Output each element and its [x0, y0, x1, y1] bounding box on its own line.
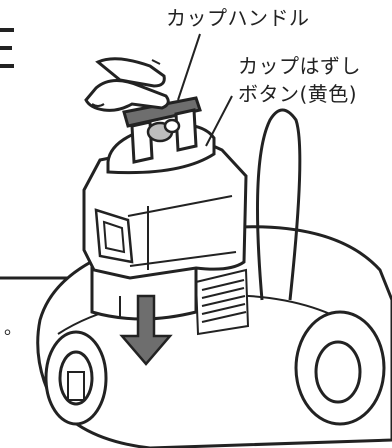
downward-arrow — [119, 294, 173, 366]
callout-release-button-line2: ボタン(黄色) — [238, 82, 358, 106]
leader-line-release — [205, 95, 233, 147]
callout-release-button-line1: カップはずし — [238, 54, 361, 78]
hand — [84, 57, 170, 112]
leader-lines — [177, 33, 233, 147]
leader-line-handle — [177, 33, 201, 101]
cup-housing — [82, 138, 248, 280]
front-wheel — [44, 330, 108, 426]
stray-mark-top-left — [0, 28, 14, 68]
vacuum-hose — [256, 108, 302, 301]
release-button — [146, 118, 181, 143]
callout-cup-handle: カップハンドル — [166, 6, 310, 30]
filter-grille — [194, 268, 250, 336]
stray-mark-left: 。 — [4, 318, 22, 339]
rear-wheel — [294, 310, 386, 426]
